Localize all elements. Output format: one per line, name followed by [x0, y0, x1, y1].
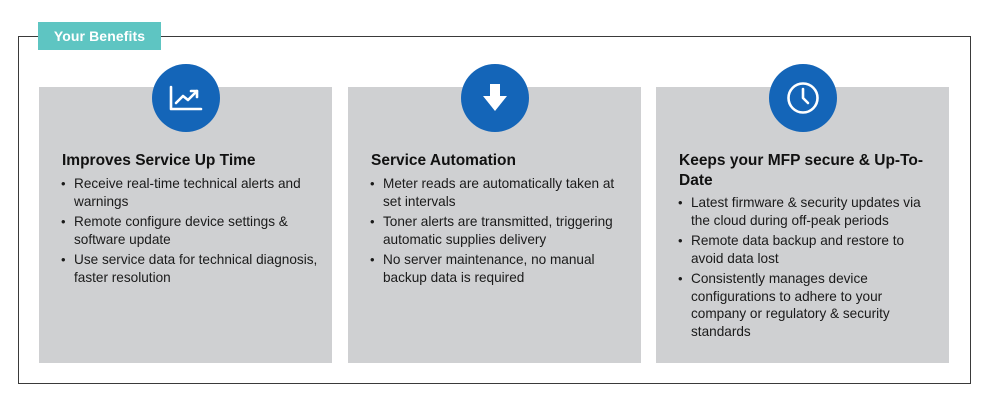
- bullet-item: Use service data for technical diagnosis…: [61, 251, 318, 286]
- card-title: Keeps your MFP secure & Up-To-Date: [679, 152, 924, 189]
- trend-chart-icon: [152, 64, 220, 132]
- bullet-item: Consistently manages device configuratio…: [678, 270, 935, 340]
- bullet-list: Meter reads are automatically taken at s…: [370, 175, 627, 289]
- bullet-item: Toner alerts are transmitted, triggering…: [370, 213, 627, 248]
- card-title: Service Automation: [371, 152, 516, 169]
- benefit-card-service-uptime: Improves Service Up Time Receive real-ti…: [39, 87, 332, 363]
- clock-icon: [769, 64, 837, 132]
- download-arrow-icon: [461, 64, 529, 132]
- benefits-frame: [18, 36, 971, 384]
- card-title: Improves Service Up Time: [62, 152, 256, 169]
- bullet-item: Receive real-time technical alerts and w…: [61, 175, 318, 210]
- benefit-card-secure-up-to-date: Keeps your MFP secure & Up-To-Date Lates…: [656, 87, 949, 363]
- bullet-item: Remote configure device settings & softw…: [61, 213, 318, 248]
- bullet-item: Remote data backup and restore to avoid …: [678, 232, 935, 267]
- your-benefits-tab: Your Benefits: [38, 22, 161, 50]
- bullet-item: Meter reads are automatically taken at s…: [370, 175, 627, 210]
- bullet-item: No server maintenance, no manual backup …: [370, 251, 627, 286]
- bullet-item: Latest firmware & security updates via t…: [678, 194, 935, 229]
- benefit-card-service-automation: Service Automation Meter reads are autom…: [348, 87, 641, 363]
- bullet-list: Latest firmware & security updates via t…: [678, 194, 935, 343]
- bullet-list: Receive real-time technical alerts and w…: [61, 175, 318, 289]
